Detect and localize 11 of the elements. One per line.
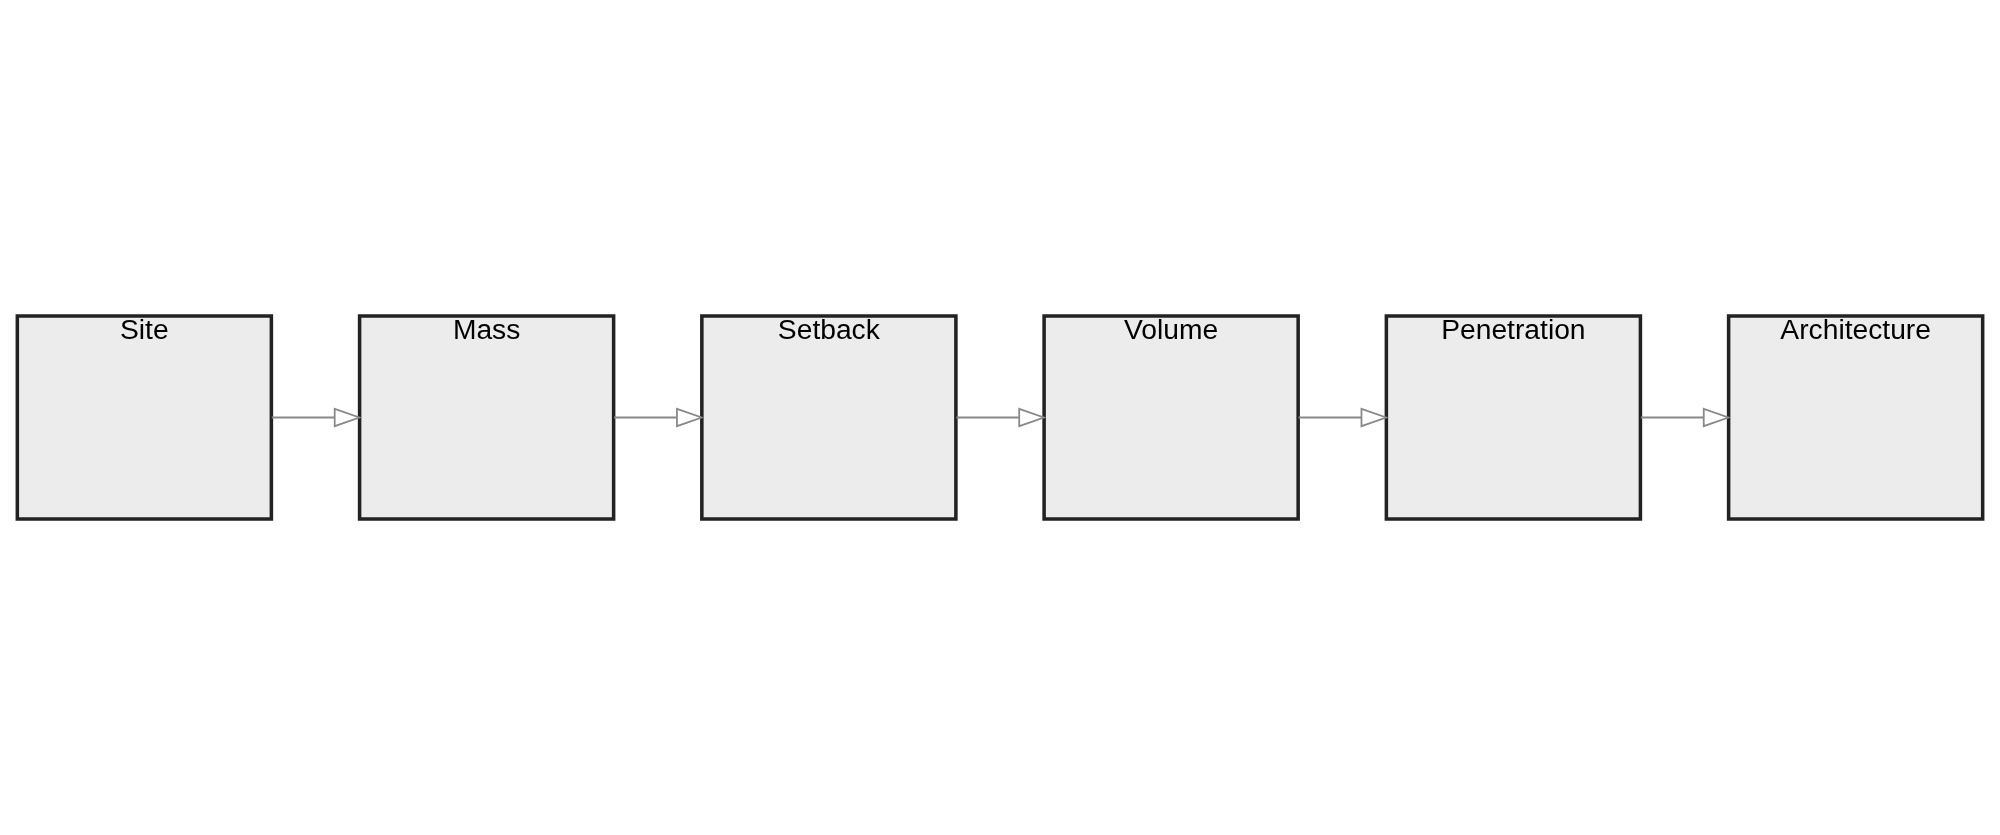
node-box: Penetration [1384,314,1643,521]
arrow [270,407,363,428]
arrow [1639,407,1732,428]
arrow [1297,407,1389,428]
node-box: Volume [1042,314,1300,521]
node-box: Site [15,314,274,521]
node-box: Architecture [1726,314,1985,521]
arrow [955,407,1047,428]
arrow [613,407,705,428]
node-box: Mass [357,314,616,521]
node-box: Setback [700,314,958,521]
